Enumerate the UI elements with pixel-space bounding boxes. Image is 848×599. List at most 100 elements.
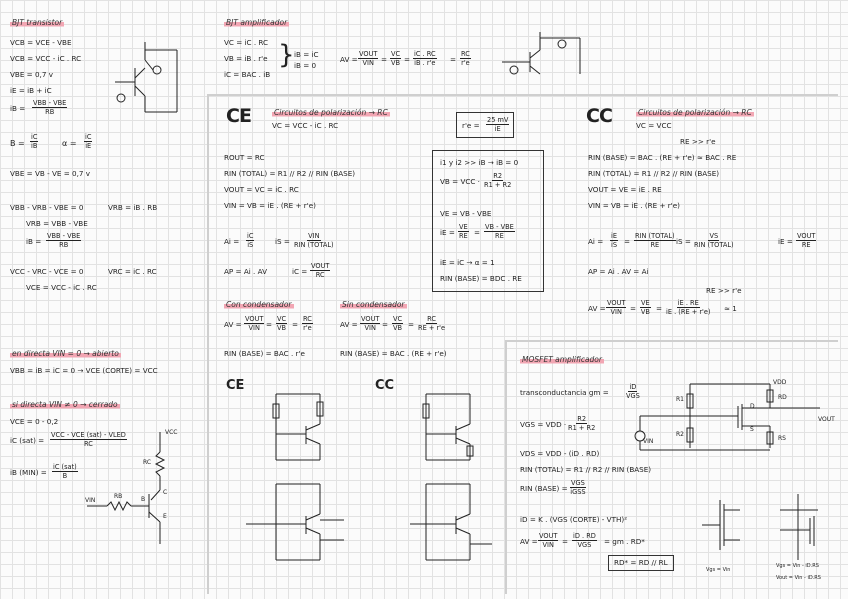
cc-bias-diagram-bottom	[410, 483, 492, 561]
mosfet-trans-lhs: transconductancia gm =	[520, 388, 609, 397]
num: VE	[458, 223, 469, 232]
num: iC . RC	[413, 50, 437, 59]
divider-mosfet	[505, 340, 838, 342]
center-l4: iE = iC → α = 1	[440, 258, 495, 267]
num: RC	[460, 50, 471, 59]
den: RB	[59, 241, 69, 249]
cc-ai-eq: =	[624, 237, 631, 246]
cc-bias-diagram-top	[422, 393, 474, 461]
ce-rin-con: RIN (BASE) = BAC . r'e	[224, 349, 305, 358]
mesh2b: VCE = VCC - iC . RC	[26, 283, 97, 292]
small-note2: Vgs = Vin - iD.RS	[776, 563, 819, 569]
num: iD . RD	[572, 532, 597, 541]
num: VOUT	[358, 50, 379, 59]
den: VB	[393, 324, 403, 332]
mesh2: VCC - VRC - VCE = 0	[10, 267, 84, 276]
amp-title: BJT amplificador	[224, 18, 290, 27]
num: VIN	[307, 232, 321, 241]
mosfet-title: MOSFET amplificador	[520, 355, 604, 364]
num: RC	[426, 315, 437, 324]
cc-ai-f2: RIN (TOTAL)RE	[634, 232, 676, 249]
ce-vin: VIN = VB = iE . (RE + r'e)	[224, 201, 316, 210]
mosfet-av-lhs: AV =	[520, 537, 538, 546]
amp-eq1: VC = iC . RC	[224, 38, 269, 47]
cc-ap: AP = Ai . AV = Ai	[588, 267, 649, 276]
mos-vout: VOUT	[818, 416, 835, 423]
den: VB	[277, 324, 287, 332]
vrb: VRB = iB . RB	[108, 203, 158, 212]
alpha-lhs: α =	[62, 139, 77, 148]
divider-mid	[505, 340, 507, 594]
num: iE . RE	[676, 299, 700, 308]
mosfet-rin-base-lhs: RIN (BASE) =	[520, 484, 568, 493]
den: r'e	[461, 59, 470, 67]
center-l1: i1 y i2 >> iB → iB = 0	[440, 158, 519, 167]
bjt-eq5-lhs: iB =	[10, 104, 26, 113]
amp-eqs2: =	[404, 55, 411, 64]
cc-av-tail: ≈ 1	[724, 304, 737, 313]
bjt-eq3: VBE = 0,7 v	[10, 70, 53, 79]
mosfet-vds: VDS = VDD - (iD . RD)	[520, 449, 600, 458]
ce-pol-title: Circuitos de polarización → RC	[272, 108, 390, 117]
amp-circuit-diagram	[502, 32, 581, 75]
mosfet-id: iD = K . (VGS (CORTE) - VTH)²	[520, 515, 628, 524]
den: RE	[801, 241, 811, 249]
den: VIN	[248, 324, 260, 332]
num: VC	[390, 50, 402, 59]
bjt-eq4: iE = iB + iC	[10, 86, 52, 95]
cc-rin-base: RIN (BASE) = BAC . (RE + r'e) ≈ BAC . RE	[588, 153, 737, 162]
den: iS	[610, 241, 618, 249]
num: VOUT	[360, 315, 381, 324]
amp-av-lhs: AV =	[340, 55, 358, 64]
cc-vout: VOUT = VE = iE . RE	[588, 185, 662, 194]
cut-eq: VBB = iB = iC = 0 → VCE (CORTE) = VCC	[10, 366, 158, 375]
ib-lhs: iB =	[26, 237, 42, 246]
den: VIN	[610, 308, 622, 316]
cc-heading: CC	[586, 105, 613, 127]
ce-vout: VOUT = VC = iC . RC	[224, 185, 299, 194]
num: iC	[84, 133, 93, 142]
cut-title: en directa VIN = 0 → abierto	[10, 349, 121, 358]
amp-eq2: VB = iB . r'e	[224, 54, 268, 63]
ce-ic-lhs: iC =	[292, 267, 308, 276]
mosfet-rin-total: RIN (TOTAL) = R1 // R2 // RIN (BASE)	[520, 465, 652, 474]
ce-sin-eqb: =	[408, 320, 415, 329]
ce-con-title: Con condensador	[224, 300, 294, 309]
sw-c: C	[163, 489, 168, 496]
den: R1 + R2	[568, 424, 596, 432]
den: VGS	[626, 392, 640, 400]
num: RIN (TOTAL)	[634, 232, 676, 241]
ce-con-eqa: =	[266, 320, 273, 329]
icsat-lhs: iC (sat) =	[10, 436, 45, 445]
cc-ie-lhs: iE =	[778, 237, 793, 246]
bjt-title: BJT transistor	[10, 18, 65, 27]
center-ie-eq: =	[474, 228, 481, 237]
den: iS	[247, 241, 254, 249]
den: VIN	[362, 59, 374, 67]
mos-d: D	[750, 403, 755, 410]
num: VCC - VCE (sat) - VLED	[50, 431, 127, 440]
cc-av-lhs: AV =	[588, 304, 606, 313]
den: iB	[31, 142, 38, 150]
amp-eq3: iC = BAC . iB	[224, 70, 271, 79]
bjt-eq1: VCB = VCE - VBE	[10, 38, 72, 47]
num: VB - VBE	[484, 223, 515, 232]
den: iE	[494, 125, 501, 133]
sat-title: si directa VIN ≠ 0 → cerrado	[10, 400, 120, 409]
den: iE . (RE + r'e)	[666, 308, 711, 316]
num: VBB - VBE	[46, 232, 82, 241]
